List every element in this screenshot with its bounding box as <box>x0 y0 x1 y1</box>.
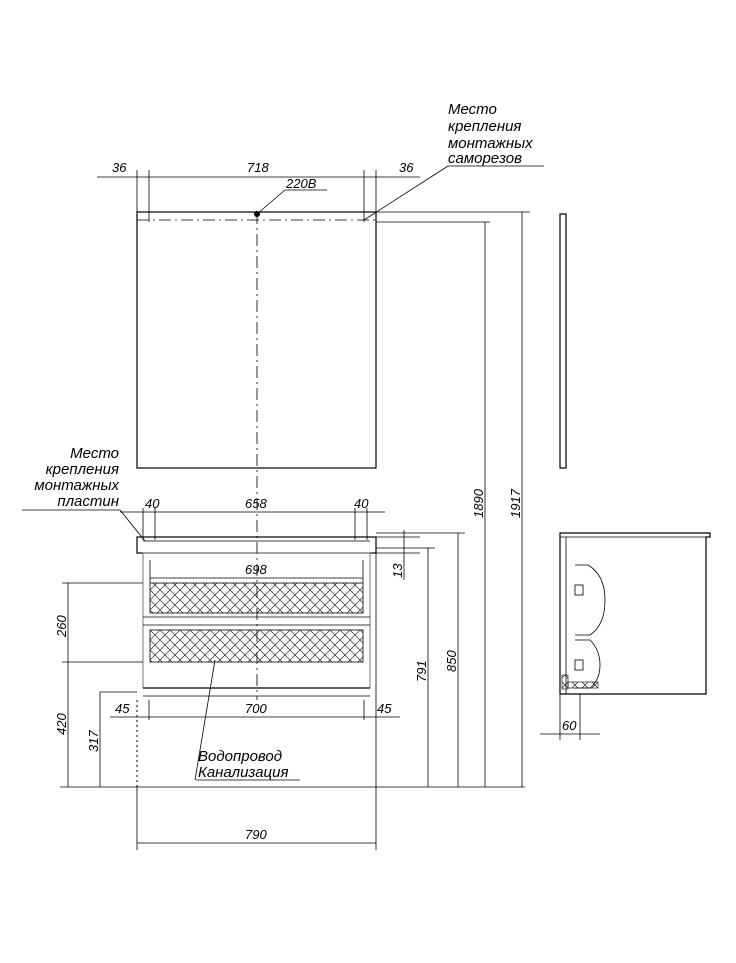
label-mirror-mount-4: саморезов <box>448 150 522 167</box>
dim-mirror-center: 718 <box>247 160 269 175</box>
dim-pipe-center: 700 <box>245 701 267 716</box>
label-power: 220В <box>285 176 317 191</box>
dim-drawers-height: 260 <box>54 615 69 638</box>
dim-drawer-width: 698 <box>245 562 267 577</box>
mirror-side-view <box>559 213 567 469</box>
cabinet-side-view <box>540 532 711 740</box>
dim-mirror-mount-height: 1890 <box>471 488 486 518</box>
dim-cabinet-total-width: 790 <box>245 827 267 842</box>
dim-pipe-height: 317 <box>86 730 101 752</box>
mirror-front-view <box>97 170 420 700</box>
dim-lower-height: 420 <box>54 713 69 735</box>
dim-mirror-left: 36 <box>112 160 127 175</box>
label-mirror-mount-2: крепления <box>448 118 521 135</box>
dim-plate-left: 40 <box>145 496 160 511</box>
cabinet-front-view <box>120 508 385 697</box>
dim-cabinet-top-height: 791 <box>414 660 429 682</box>
label-cabinet-mount-2: крепления <box>46 461 119 478</box>
dim-mirror-top-height: 1917 <box>508 488 523 518</box>
dim-side-depth: 60 <box>562 718 577 733</box>
label-water-supply: Водопровод <box>198 748 282 765</box>
label-cabinet-mount-4: пластин <box>57 493 119 510</box>
label-cabinet-mount-1: Место <box>70 445 119 462</box>
dim-pipe-right: 45 <box>377 701 392 716</box>
dim-top-thickness: 13 <box>390 563 405 578</box>
dim-plate-center: 658 <box>245 496 267 511</box>
label-mirror-mount-1: Место <box>448 101 497 118</box>
label-cabinet-mount-3: монтажных <box>34 477 119 494</box>
dim-cabinet-height: 850 <box>444 650 459 672</box>
dim-pipe-left: 45 <box>115 701 130 716</box>
label-mirror-mount-3: монтажных <box>448 135 533 152</box>
dim-mirror-right: 36 <box>399 160 414 175</box>
label-sewer: Канализация <box>198 764 289 781</box>
dim-plate-right: 40 <box>354 496 369 511</box>
